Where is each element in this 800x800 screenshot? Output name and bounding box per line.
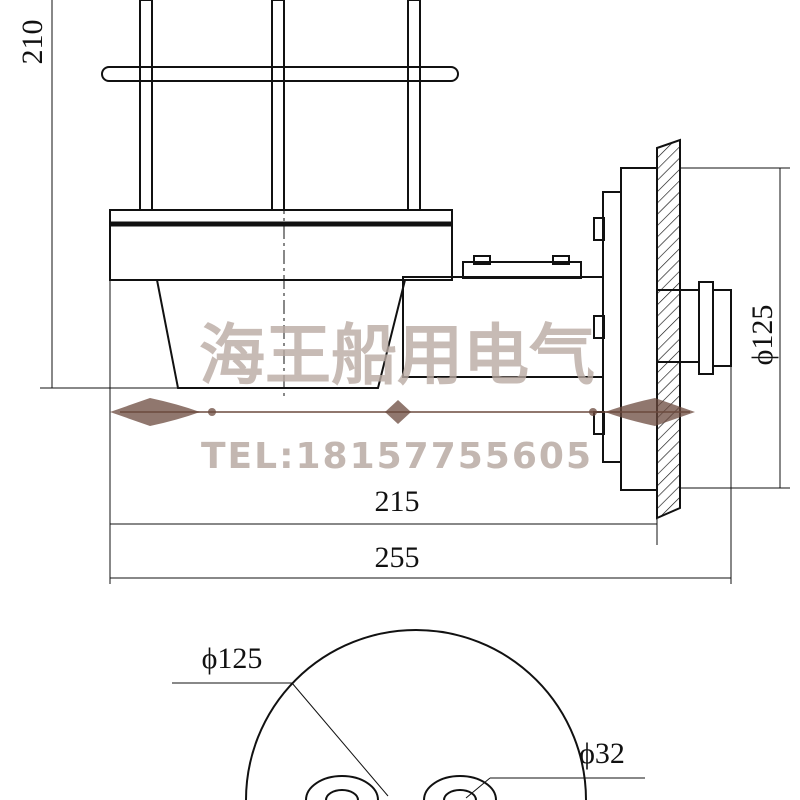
- watermark-phone: TEL:18157755605: [201, 436, 593, 477]
- watermark-ornament: [110, 398, 695, 426]
- hole-diameter-label: ϕ32: [579, 737, 625, 770]
- plan-diameter-label: ϕ125: [202, 642, 263, 675]
- wall-section: [656, 138, 681, 520]
- lamp-base: [109, 209, 453, 281]
- arm-length-label: 215: [375, 485, 420, 518]
- flange-circle: [245, 629, 587, 800]
- dimension-plan-diameter: ϕ125: [172, 642, 389, 797]
- plan-view: ϕ125 ϕ32: [172, 629, 645, 800]
- lamp-body: [155, 279, 407, 389]
- watermark: 海王船用电气 TEL:18157755605: [110, 317, 695, 477]
- mounting-holes: [305, 775, 497, 800]
- mount-diameter-label: ϕ125: [746, 305, 779, 366]
- dimension-hole-diameter: ϕ32: [465, 737, 645, 799]
- dimension-arm-length: 215: [109, 280, 658, 584]
- dimension-height: 210: [16, 0, 178, 389]
- dimension-overall-length: 255: [110, 366, 732, 584]
- height-label: 210: [16, 20, 49, 65]
- cable-gland: [656, 281, 732, 375]
- overall-length-label: 255: [375, 541, 420, 574]
- side-view: 210 ϕ125 215 255: [16, 0, 790, 584]
- guard-cage: [101, 0, 459, 211]
- dimension-mount-diameter: ϕ125: [680, 167, 790, 489]
- wall-flange: [593, 167, 658, 491]
- watermark-brand: 海王船用电气: [199, 317, 595, 394]
